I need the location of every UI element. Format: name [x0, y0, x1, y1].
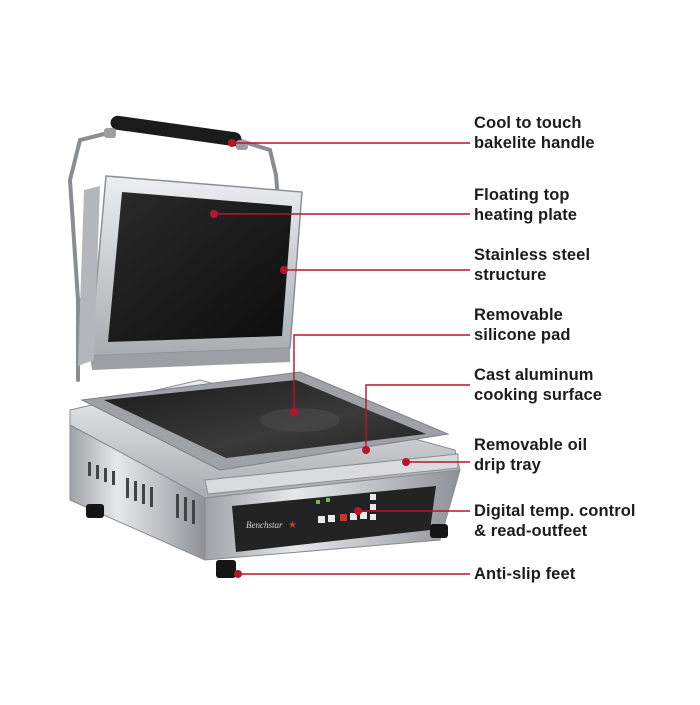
callout-digital-control-line2: & read-outfeet [474, 522, 588, 540]
callout-top-plate-line1: Floating top [474, 186, 570, 204]
leader-silicone-pad [293, 334, 470, 412]
callout-silicone-pad-line2: silicone pad [474, 326, 571, 344]
dot-handle [228, 139, 236, 147]
leader-cooking-surface [365, 384, 470, 450]
dot-cooking-surface [362, 446, 370, 454]
callout-digital-control: Digital temp. control & read-outfeet [474, 501, 696, 541]
dot-silicone-pad [290, 408, 298, 416]
callout-silicone-pad: Removable silicone pad [474, 305, 696, 345]
callout-structure-line1: Stainless steel [474, 246, 591, 264]
callout-handle: Cool to touch bakelite handle [474, 113, 696, 153]
control-panel: Benchstar ★ [232, 486, 436, 552]
dot-feet [234, 570, 242, 578]
callout-feet-line1: Anti-slip feet [474, 565, 576, 583]
callout-top-plate-line2: heating plate [474, 206, 578, 224]
callout-leaders [214, 142, 470, 575]
callout-structure-line2: structure [474, 266, 547, 284]
dot-drip-tray [402, 458, 410, 466]
top-heating-plate [89, 175, 303, 370]
side-vents [88, 462, 195, 524]
dot-structure [280, 266, 288, 274]
brand-logo: Benchstar [246, 520, 283, 530]
callout-top-plate: Floating top heating plate [474, 185, 696, 225]
callout-drip-tray-line1: Removable oil [474, 436, 588, 454]
callout-drip-tray: Removable oil drip tray [474, 435, 696, 475]
callout-dots [210, 139, 410, 578]
svg-text:★: ★ [288, 520, 297, 531]
callout-structure: Stainless steel structure [474, 245, 696, 285]
cooking-surface [80, 371, 450, 471]
callout-cooking-surface-line2: cooking surface [474, 386, 603, 404]
side-bracket [78, 186, 100, 366]
callout-cooking-surface-line1: Cast aluminum [474, 366, 594, 384]
drip-tray [204, 453, 459, 495]
callout-digital-control-line1: Digital temp. control [474, 502, 636, 520]
callout-drip-tray-line2: drip tray [474, 456, 541, 474]
callout-handle-line2: bakelite handle [474, 134, 595, 152]
callout-silicone-pad-line1: Removable [474, 306, 563, 324]
anti-slip-feet [86, 504, 448, 578]
dot-digital-control [354, 507, 362, 515]
callout-handle-line1: Cool to touch [474, 114, 582, 132]
callout-feet: Anti-slip feet [474, 564, 696, 584]
dot-top-plate [210, 210, 218, 218]
callout-cooking-surface: Cast aluminum cooking surface [474, 365, 696, 405]
bakelite-handle [104, 115, 248, 150]
